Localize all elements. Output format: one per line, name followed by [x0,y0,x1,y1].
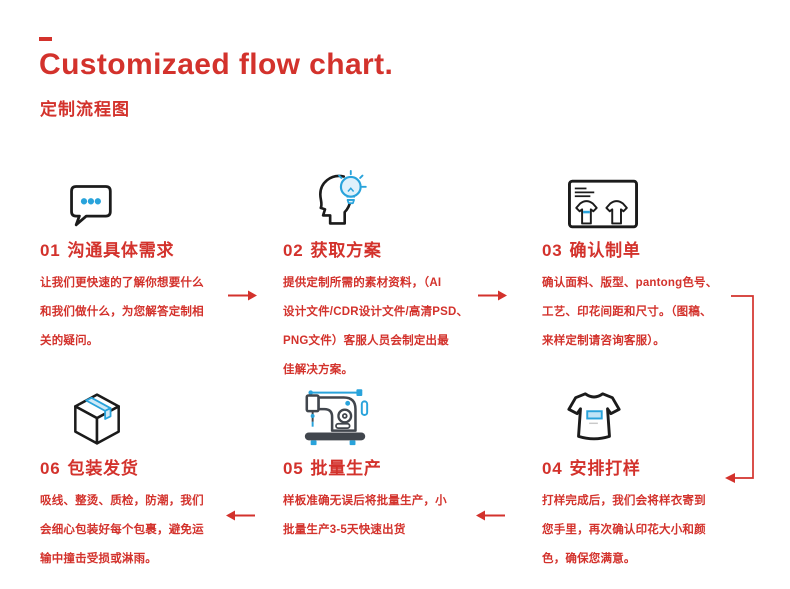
step-icon-wrap [283,163,495,229]
page-subtitle: 定制流程图 [40,100,130,119]
tshirt-icon [567,392,621,441]
arrow-right-step2-to-step3-icon [478,290,507,301]
step-title: 05 批量生产 [283,454,495,479]
step-card-01: 01 沟通具体需求 让我们更快速的了解你想要什么 和我们做什么，为您解答定制相 关… [40,163,252,356]
arrow-left-step4-to-step5-icon [476,510,505,521]
step-number: 02 [283,241,304,260]
step-card-03: 03 确认制单 确认面料、版型、pantong色号、 工艺、印花间距和尺寸。（图稿… [542,163,754,356]
step-title: 02 获取方案 [283,236,495,261]
step-icon-wrap [283,381,495,447]
step-description: 确认面料、版型、pantong色号、 工艺、印花间距和尺寸。（图稿、 来样定制请… [542,277,718,347]
step-title: 01 沟通具体需求 [40,236,252,261]
head-lightbulb-icon [319,169,367,225]
step-icon-wrap [542,163,754,229]
step-name: 包装发货 [67,459,139,478]
step-name: 沟通具体需求 [67,241,175,260]
step-icon-wrap [542,381,754,447]
step-title: 03 确认制单 [542,236,754,261]
step-description: 样板准确无误后将批量生产，小 批量生产3-5天快速出货 [283,495,447,536]
arrow-right-step1-to-step2-icon [228,290,257,301]
sewing-machine-icon [304,389,369,446]
step-number: 03 [542,241,563,260]
package-box-icon [74,393,120,445]
title-dash [39,37,52,41]
step-number: 04 [542,459,563,478]
step-name: 批量生产 [310,459,382,478]
step-card-06: 06 包装发货 吸线、整烫、质检，防潮，我们 会细心包装好每个包裹，避免运 输中撞… [40,381,252,574]
step-number: 01 [40,241,61,260]
speech-bubble-icon [70,185,112,227]
arrow-left-step5-to-step6-icon [226,510,255,521]
step-card-05: 05 批量生产 样板准确无误后将批量生产，小 批量生产3-5天快速出货 [283,381,495,545]
step-name: 获取方案 [310,241,382,260]
step-name: 确认制单 [569,241,641,260]
step-card-02: 02 获取方案 提供定制所需的素材资料，（AI 设计文件/CDR设计文件/高清PS… [283,163,495,385]
step-number: 06 [40,459,61,478]
step-title: 04 安排打样 [542,454,754,479]
step-number: 05 [283,459,304,478]
step-description: 让我们更快速的了解你想要什么 和我们做什么，为您解答定制相 关的疑问。 [40,277,204,347]
step-icon-wrap [40,381,252,447]
step-card-04: 04 安排打样 打样完成后，我们会将样衣寄到 您手里，再次确认印花大小和颜 色，确… [542,381,754,574]
step-description: 提供定制所需的素材资料，（AI 设计文件/CDR设计文件/高清PSD、 PNG文… [283,277,469,376]
step-title: 06 包装发货 [40,454,252,479]
page-title: Customizaed flow chart. [39,48,394,81]
step-icon-wrap [40,163,252,229]
step-description: 打样完成后，我们会将样衣寄到 您手里，再次确认印花大小和颜 色，确保您满意。 [542,495,706,565]
elbow-connector-step3-to-step4-icon [725,295,754,483]
order-card-icon [568,179,638,229]
step-description: 吸线、整烫、质检，防潮，我们 会细心包装好每个包裹，避免运 输中撞击受损或淋雨。 [40,495,204,565]
step-name: 安排打样 [569,459,641,478]
